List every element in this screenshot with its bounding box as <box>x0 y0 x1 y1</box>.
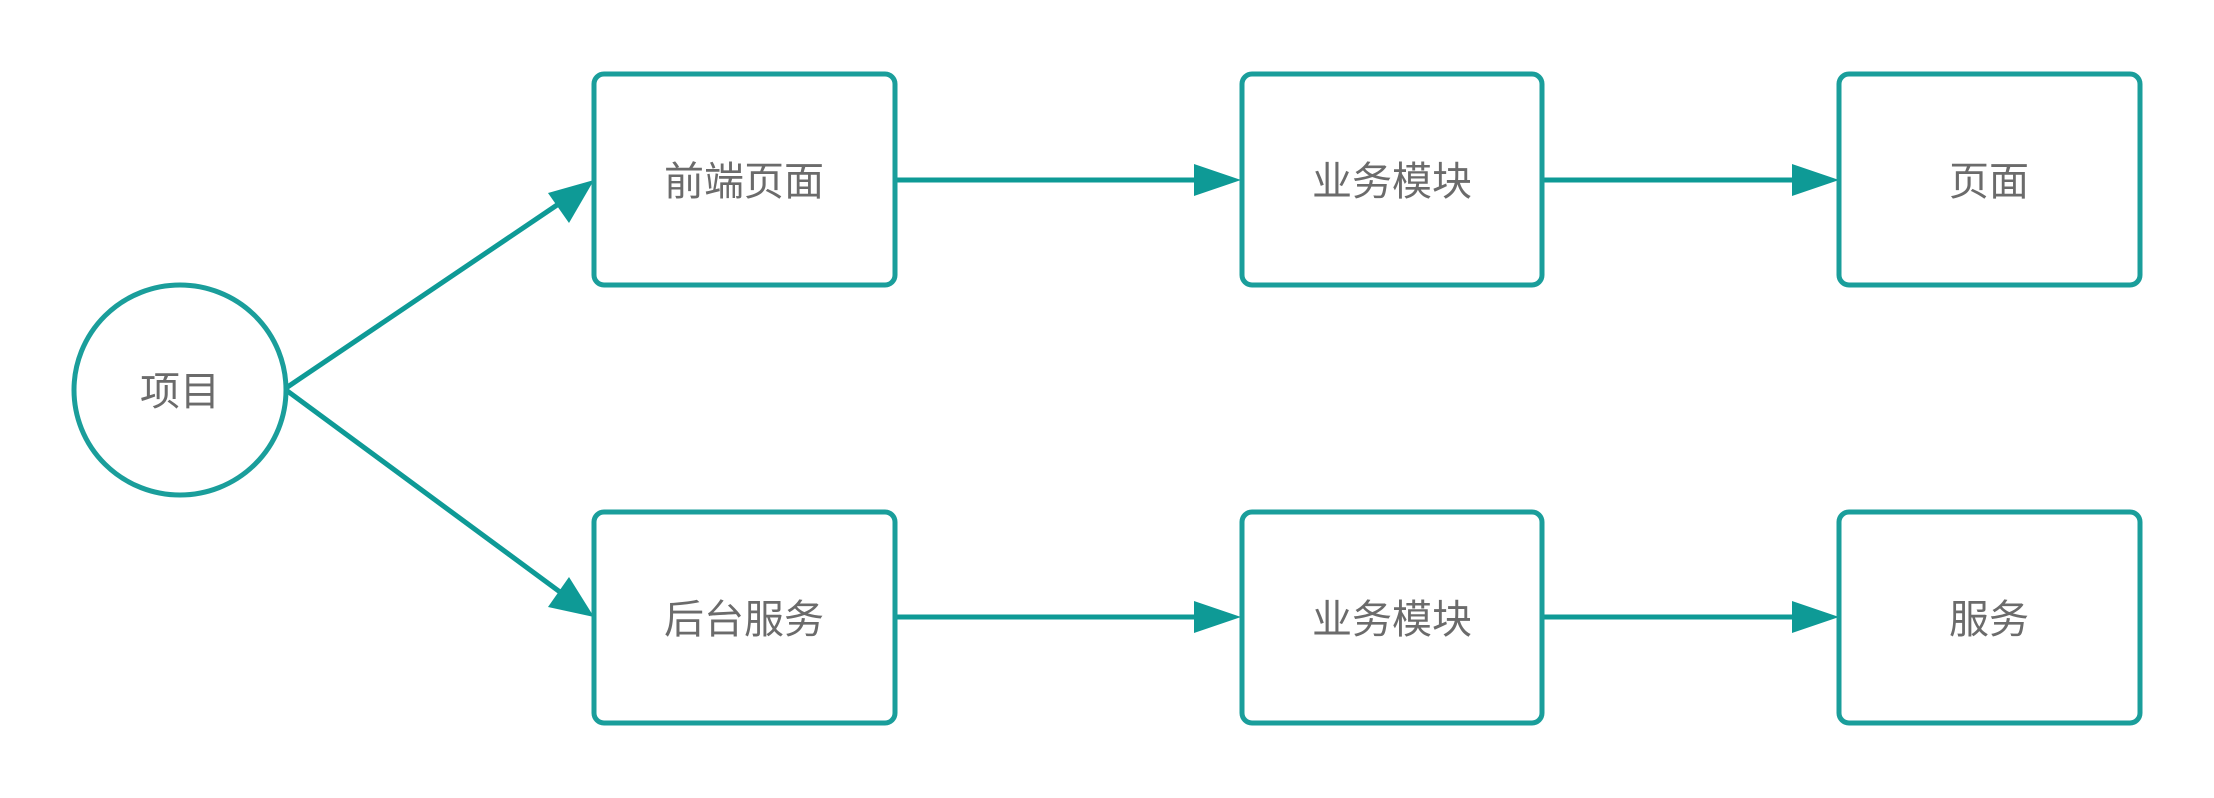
edge-project-to-frontend <box>284 180 594 391</box>
node-business-bottom[interactable]: 业务模块 <box>1239 509 1545 726</box>
nodes: 项目 前端页面 业务模块 页面 后台服务 业务模块 服务 <box>71 71 2143 726</box>
node-frontend-label: 前端页面 <box>664 159 824 205</box>
node-business-top-label: 业务模块 <box>1312 159 1472 205</box>
edge-business-bottom-to-service <box>1543 601 1839 633</box>
edge-backend-to-business-bottom <box>895 601 1241 633</box>
node-page-label: 页面 <box>1949 159 2029 205</box>
node-business-top[interactable]: 业务模块 <box>1239 71 1545 288</box>
node-frontend[interactable]: 前端页面 <box>591 71 898 288</box>
edge-business-top-to-page <box>1543 164 1839 196</box>
node-page[interactable]: 页面 <box>1836 71 2143 288</box>
node-project[interactable]: 项目 <box>71 282 289 498</box>
edge-frontend-to-business-top <box>895 164 1241 196</box>
edge-project-to-backend <box>284 387 594 617</box>
node-backend-label: 后台服务 <box>664 597 824 643</box>
node-project-label: 项目 <box>140 369 220 415</box>
node-business-bottom-label: 业务模块 <box>1312 597 1472 643</box>
node-service-label: 服务 <box>1949 597 2029 643</box>
node-backend[interactable]: 后台服务 <box>591 509 898 726</box>
node-service[interactable]: 服务 <box>1836 509 2143 726</box>
edges <box>284 164 1839 633</box>
